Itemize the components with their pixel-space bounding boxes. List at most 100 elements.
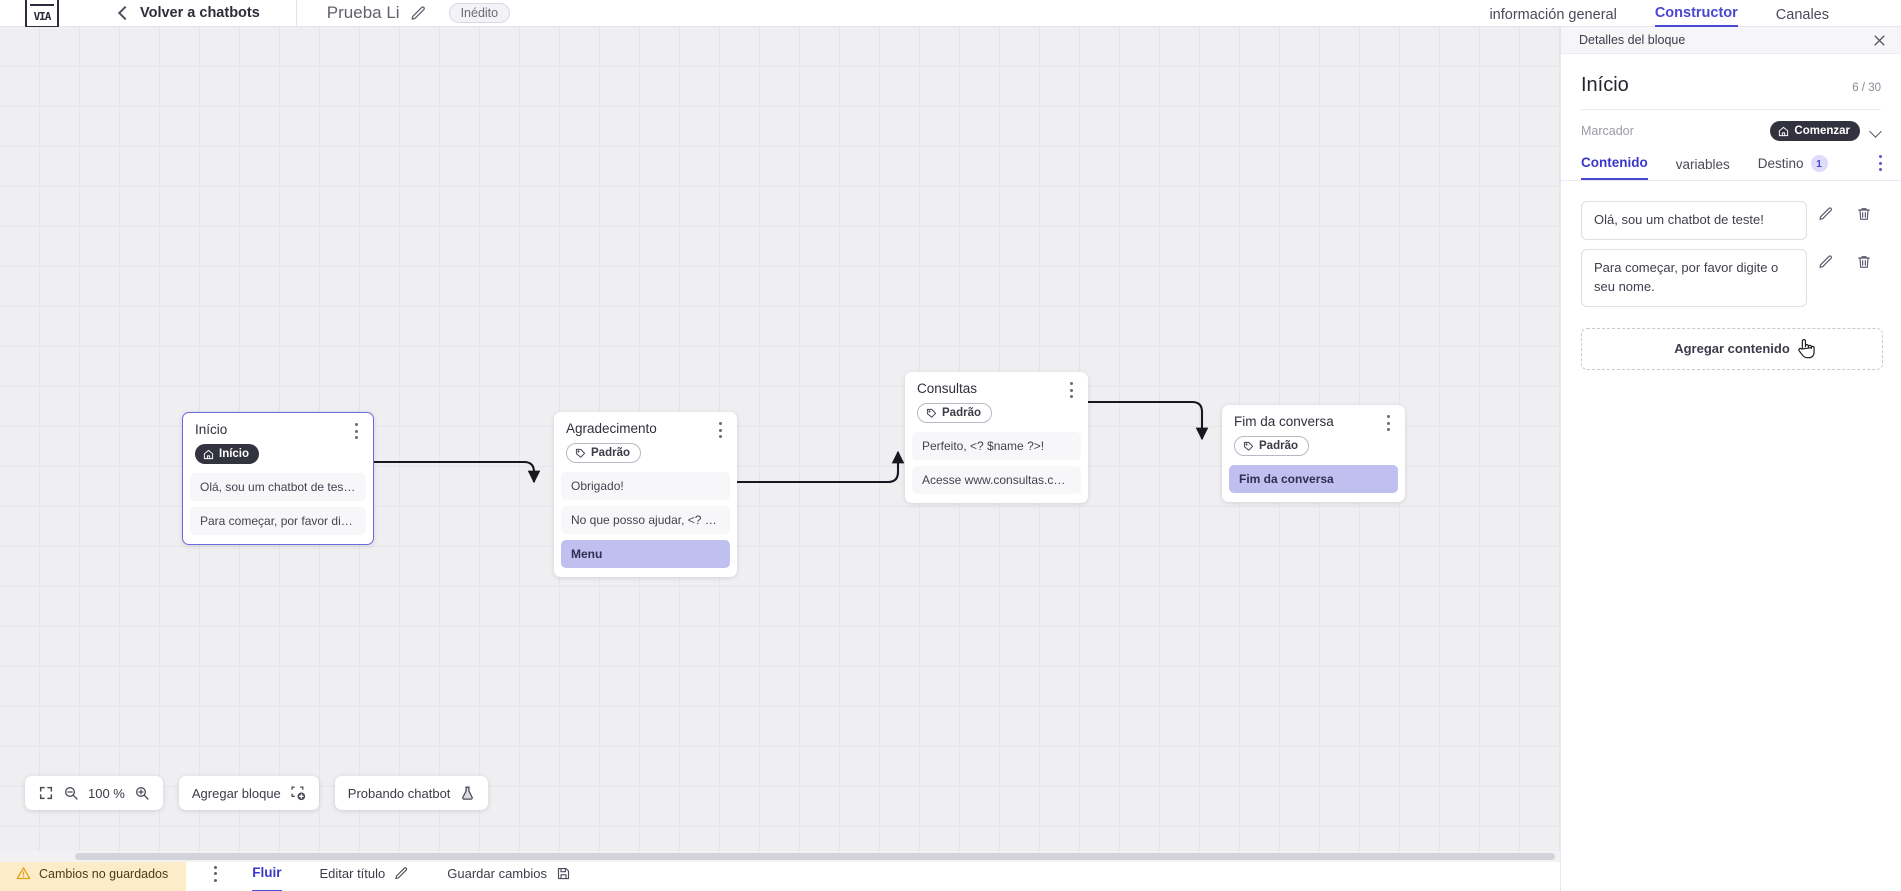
- content-text[interactable]: Olá, sou um chatbot de teste!: [1581, 201, 1807, 240]
- header-divider: [295, 0, 297, 27]
- panel-block-counter: 6 / 30: [1852, 82, 1881, 94]
- delete-content-trash-icon[interactable]: [1845, 206, 1883, 222]
- tab-canales[interactable]: Canales: [1775, 7, 1829, 23]
- tag-icon: [926, 408, 937, 418]
- node-message-end[interactable]: Fim da conversa: [1229, 464, 1398, 493]
- panel-header-title: Detalles del bloque: [1579, 33, 1686, 47]
- test-chatbot-button[interactable]: Probando chatbot: [334, 776, 489, 810]
- panel-tabs-menu-icon[interactable]: [1873, 155, 1887, 171]
- content-item-row: Para começar, por favor digite o seu nom…: [1581, 248, 1883, 307]
- top-header: VIA Volver a chatbots Prueba Li Inédito …: [0, 0, 1901, 28]
- scrollbar-thumb[interactable]: [75, 853, 1555, 860]
- node-message-menu[interactable]: Menu: [561, 539, 730, 568]
- panel-tab-destino[interactable]: Destino 1: [1758, 155, 1828, 180]
- panel-block-title: Início: [1581, 74, 1629, 96]
- edit-content-pencil-icon[interactable]: [1807, 254, 1845, 270]
- content-text[interactable]: Para começar, por favor digite o seu nom…: [1581, 248, 1807, 307]
- panel-tab-label: Destino: [1757, 156, 1804, 171]
- add-content-button[interactable]: Agregar contenido: [1581, 327, 1883, 370]
- node-message[interactable]: No que posso ajudar, <? $name ...: [561, 505, 730, 534]
- add-block-button[interactable]: Agregar bloque: [178, 776, 319, 810]
- back-to-chatbots-link[interactable]: Volver a chatbots: [140, 5, 260, 21]
- node-badge-padrao[interactable]: Padrão: [566, 443, 641, 463]
- edit-name-pencil-icon[interactable]: [410, 5, 427, 22]
- node-menu-icon[interactable]: [349, 423, 363, 439]
- node-message[interactable]: Para começar, por favor digite o ...: [190, 506, 366, 535]
- edit-content-pencil-icon[interactable]: [1807, 206, 1845, 222]
- test-chatbot-label: Probando chatbot: [347, 785, 451, 801]
- node-badge-row: Padrão: [554, 436, 737, 472]
- canvas-toolbar: 100 % Agregar bloque Probando chatbot: [25, 776, 489, 810]
- flow-node-agradecimento[interactable]: Agradecimento Padrão Obrigado! No que po…: [554, 412, 737, 577]
- panel-divider: [1581, 109, 1881, 110]
- canvas-horizontal-scrollbar[interactable]: [0, 851, 1560, 862]
- header-tabs: información general Constructor Canales: [1489, 0, 1901, 27]
- bottom-tab-fluir[interactable]: Fluir: [252, 856, 282, 891]
- pencil-icon: [395, 867, 408, 880]
- warning-icon: [16, 867, 31, 880]
- block-details-panel: Detalles del bloque Início 6 / 30 Marcad…: [1560, 27, 1901, 891]
- node-messages: Perfeito, <? $name ?>! Acesse www.consul…: [905, 431, 1088, 503]
- back-chevron-icon[interactable]: [114, 5, 130, 21]
- node-menu-icon[interactable]: [713, 422, 727, 438]
- app-logo-icon[interactable]: VIA: [25, 0, 59, 28]
- node-header: Consultas: [905, 372, 1088, 398]
- panel-tab-variables[interactable]: variables: [1676, 157, 1730, 180]
- marker-badge-label: Comenzar: [1794, 125, 1850, 137]
- delete-content-trash-icon[interactable]: [1845, 254, 1883, 270]
- node-message[interactable]: Acesse www.consultas.com par...: [912, 465, 1081, 494]
- edit-title-label: Editar título: [319, 866, 386, 881]
- node-message[interactable]: Perfeito, <? $name ?>!: [912, 431, 1081, 460]
- edit-title-button[interactable]: Editar título: [320, 866, 410, 881]
- tab-informacion-general[interactable]: información general: [1489, 7, 1617, 23]
- node-header: Início: [183, 413, 373, 439]
- save-icon: [557, 867, 570, 880]
- unsaved-changes-label: Cambios no guardados: [39, 866, 169, 881]
- marker-label: Marcador: [1581, 124, 1634, 138]
- flow-canvas[interactable]: Início Início Olá, sou um chatbot de tes…: [0, 27, 1560, 862]
- node-title: Agradecimento: [566, 421, 657, 436]
- node-menu-icon[interactable]: [1381, 415, 1395, 431]
- tab-constructor[interactable]: Constructor: [1654, 5, 1738, 27]
- zoom-in-icon[interactable]: [134, 785, 150, 801]
- node-badge-padrao[interactable]: Padrão: [917, 403, 992, 423]
- node-badge-label: Padrão: [591, 447, 630, 459]
- zoom-controls: 100 %: [25, 776, 163, 810]
- close-icon[interactable]: [1872, 33, 1887, 48]
- flow-node-consultas[interactable]: Consultas Padrão Perfeito, <? $name ?>! …: [905, 372, 1088, 503]
- save-changes-button[interactable]: Guardar cambios: [447, 866, 571, 881]
- add-block-icon[interactable]: [290, 785, 306, 801]
- node-badge-row: Padrão: [1222, 429, 1405, 465]
- node-badge-padrao[interactable]: Padrão: [1234, 436, 1309, 456]
- node-header: Agradecimento: [554, 412, 737, 438]
- bottom-menu-icon[interactable]: [208, 865, 222, 882]
- save-changes-label: Guardar cambios: [447, 866, 547, 881]
- tag-icon: [575, 448, 586, 458]
- node-message[interactable]: Olá, sou um chatbot de teste!: [190, 472, 366, 501]
- add-block-label: Agregar bloque: [191, 785, 281, 801]
- content-item-row: Olá, sou um chatbot de teste!: [1581, 201, 1883, 240]
- logo-text: VIA: [33, 10, 52, 23]
- panel-tab-count: 1: [1810, 155, 1828, 172]
- chevron-down-icon[interactable]: [1870, 125, 1883, 138]
- home-icon: [1779, 126, 1789, 136]
- content-row-actions: [1807, 201, 1883, 222]
- node-title: Fim da conversa: [1234, 414, 1334, 429]
- status-badge: Inédito: [448, 3, 511, 23]
- flow-node-fim-da-conversa[interactable]: Fim da conversa Padrão Fim da conversa: [1222, 405, 1405, 502]
- zoom-out-icon[interactable]: [63, 785, 79, 801]
- zoom-level: 100 %: [88, 785, 125, 801]
- home-icon: [203, 449, 214, 459]
- panel-tab-contenido[interactable]: Contenido: [1581, 155, 1648, 180]
- content-row-actions: [1807, 249, 1883, 270]
- node-message[interactable]: Obrigado!: [561, 471, 730, 500]
- marker-badge-comenzar[interactable]: Comenzar: [1770, 121, 1860, 141]
- tag-icon: [1243, 441, 1254, 451]
- node-badge-inicio[interactable]: Início: [195, 444, 260, 464]
- fit-screen-icon[interactable]: [38, 785, 54, 801]
- panel-title-row: Início 6 / 30: [1561, 54, 1901, 97]
- node-menu-icon[interactable]: [1064, 382, 1078, 398]
- flow-node-inicio[interactable]: Início Início Olá, sou um chatbot de tes…: [182, 412, 374, 545]
- flask-icon[interactable]: [459, 785, 475, 801]
